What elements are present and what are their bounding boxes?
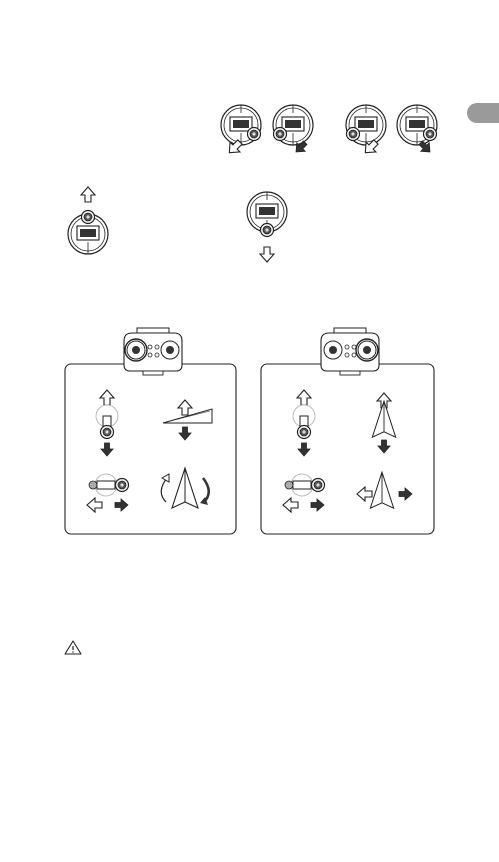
warning-triangle-icon <box>65 641 81 654</box>
stick-down-left-filled-figure <box>273 105 313 156</box>
left-control-panel <box>65 328 236 534</box>
down-outline-arrow-icon <box>260 247 274 262</box>
right-control-panel <box>261 328 434 534</box>
stick-up-figure <box>68 187 108 254</box>
remote-controller-left <box>124 328 182 375</box>
stick-down-left-outline-figure <box>221 105 261 158</box>
remote-controller-right <box>321 328 379 375</box>
stick-down-right-outline-figure <box>346 105 386 158</box>
landing-sequence-figure <box>221 105 437 158</box>
stick-down-figure <box>247 192 287 262</box>
stick-down-right-filled-figure <box>397 105 437 156</box>
up-outline-arrow-icon <box>81 187 95 202</box>
